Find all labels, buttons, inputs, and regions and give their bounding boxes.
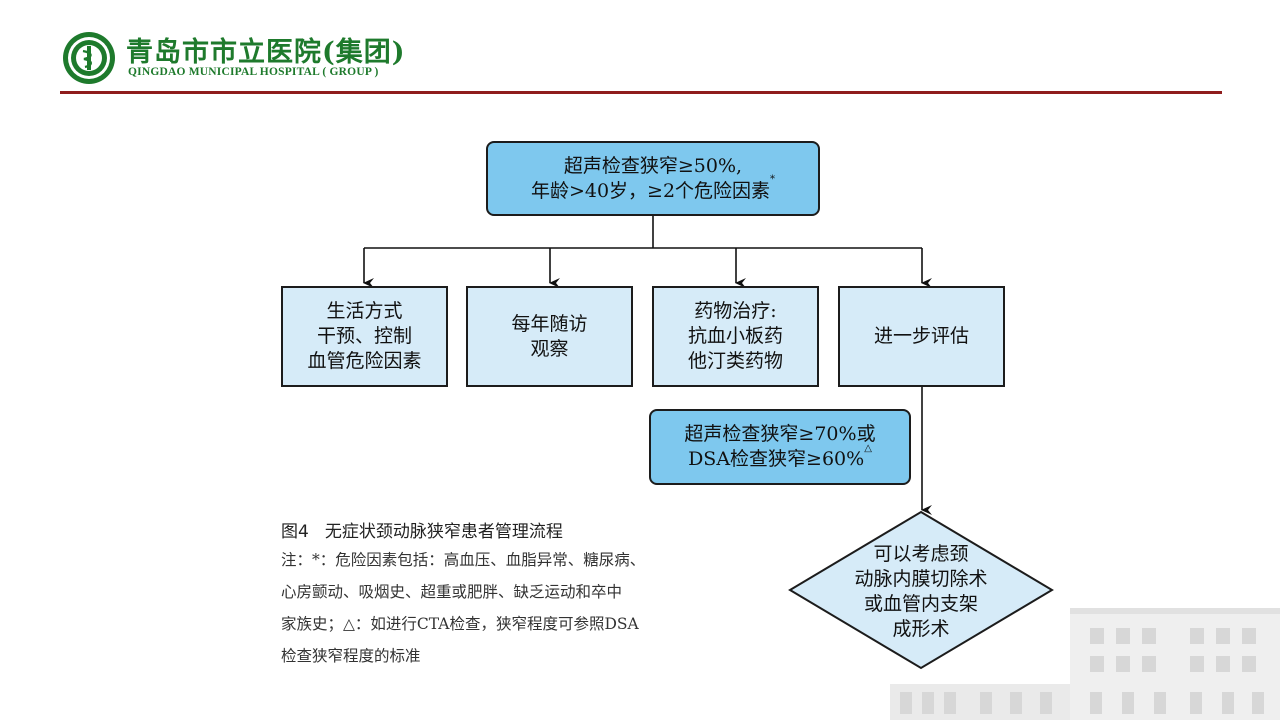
- caption-note-line: 检查狭窄程度的标准: [281, 647, 421, 665]
- annual-followup-box: 每年随访 观察: [466, 286, 633, 387]
- risk-factor-mark: *: [770, 174, 776, 186]
- caption-note-line: 注：*：危险因素包括：高血压、血脂异常、糖尿病、: [281, 551, 646, 569]
- hospital-emblem-icon: [63, 32, 115, 84]
- header-divider: [60, 91, 1222, 94]
- condition-line-1: 超声检查狭窄≥70%或: [684, 423, 876, 445]
- condition-line-2: DSA检查狭窄≥60%△: [688, 442, 872, 470]
- medication-box: 药物治疗: 抗血小板药 他汀类药物: [652, 286, 819, 387]
- decision-diamond: [788, 510, 1054, 670]
- criteria-line-1: 超声检查狭窄≥50%,: [563, 154, 743, 177]
- criteria-line-2: 年龄>40岁，≥2个危险因素*: [530, 174, 776, 202]
- hospital-building-image: [890, 608, 1280, 720]
- lifestyle-intervention-box: 生活方式 干预、控制 血管危险因素: [281, 286, 448, 387]
- figure-number: 图4: [281, 522, 309, 542]
- hospital-name-cn: 青岛市市立医院(集团): [126, 37, 406, 68]
- stenosis-condition-box: 超声检查狭窄≥70%或 DSA检查狭窄≥60%△: [649, 409, 911, 485]
- further-evaluation-box: 进一步评估: [838, 286, 1005, 387]
- caption-note-line: 家族史；△：如进行CTA检查，狭窄程度可参照DSA: [281, 615, 639, 633]
- cta-mark: △: [864, 442, 872, 454]
- criteria-box: 超声检查狭窄≥50%, 年龄>40岁，≥2个危险因素*: [486, 141, 820, 216]
- decision-label: 可以考虑颈 动脉内膜切除术 或血管内支架 成形术: [854, 543, 988, 640]
- caption-note-line: 心房颤动、吸烟史、超重或肥胖、缺乏运动和卒中: [281, 583, 623, 601]
- hospital-name-en: QINGDAO MUNICIPAL HOSPITAL ( GROUP ): [128, 66, 379, 78]
- figure-title: 无症状颈动脉狭窄患者管理流程: [324, 522, 563, 542]
- figure-caption-title: 图4 无症状颈动脉狭窄患者管理流程: [281, 517, 563, 542]
